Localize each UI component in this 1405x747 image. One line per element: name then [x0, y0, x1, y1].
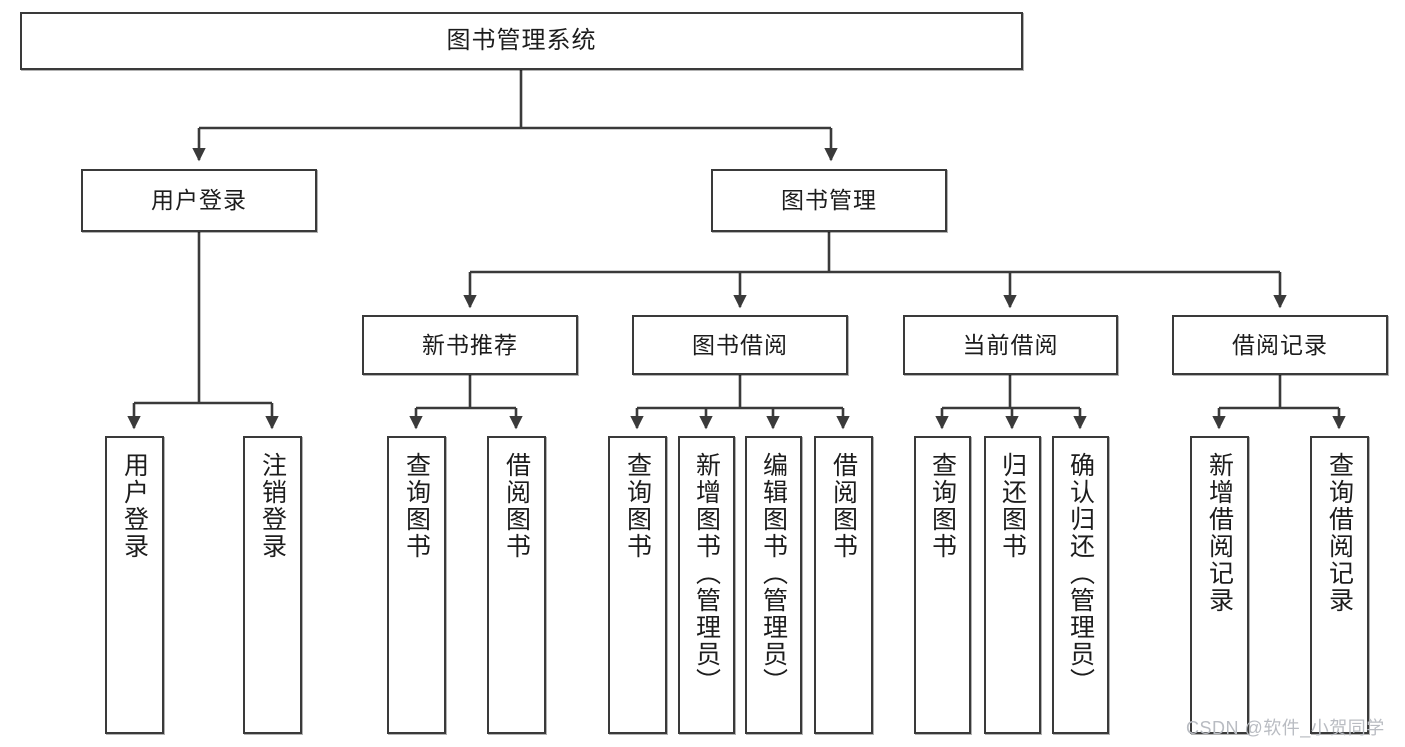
node-label: 借阅图书	[829, 452, 858, 560]
leaf-query-book-borrow[interactable]: 查询图书	[608, 436, 667, 734]
node-borrow-record[interactable]: 借阅记录	[1172, 315, 1388, 375]
leaf-edit-book-admin[interactable]: 编辑图书（管理员）	[745, 436, 802, 734]
node-label: 当前借阅	[962, 331, 1059, 358]
leaf-borrow-book-recommend[interactable]: 借阅图书	[487, 436, 546, 734]
node-current-borrow[interactable]: 当前借阅	[903, 315, 1118, 375]
node-user-login[interactable]: 用户登录	[81, 169, 317, 232]
leaf-user-login[interactable]: 用户登录	[105, 436, 164, 734]
leaf-return-book[interactable]: 归还图书	[984, 436, 1041, 734]
leaf-query-borrow-record[interactable]: 查询借阅记录	[1310, 436, 1369, 734]
leaf-confirm-return-admin[interactable]: 确认归还（管理员）	[1052, 436, 1109, 734]
leaf-query-book-current[interactable]: 查询图书	[914, 436, 971, 734]
node-label: 注销登录	[258, 452, 287, 560]
node-label: 查询图书	[402, 452, 431, 560]
node-label: 编辑图书（管理员）	[759, 452, 788, 695]
leaf-logout[interactable]: 注销登录	[243, 436, 302, 734]
leaf-borrow-book[interactable]: 借阅图书	[814, 436, 873, 734]
node-label: 新书推荐	[422, 331, 518, 358]
node-label: 借阅图书	[502, 452, 531, 560]
leaf-add-book-admin[interactable]: 新增图书（管理员）	[678, 436, 735, 734]
node-book-management[interactable]: 图书管理	[711, 169, 947, 232]
node-label: 用户登录	[120, 452, 149, 560]
node-label: 图书管理	[781, 187, 877, 214]
node-label: 确认归还（管理员）	[1066, 452, 1095, 695]
watermark: CSDN @软件_小贺同学	[1186, 718, 1385, 738]
node-new-book-recommend[interactable]: 新书推荐	[362, 315, 578, 375]
node-label: 图书管理系统	[446, 27, 597, 55]
leaf-add-borrow-record[interactable]: 新增借阅记录	[1190, 436, 1249, 734]
node-label: 归还图书	[998, 452, 1027, 560]
node-book-borrow[interactable]: 图书借阅	[632, 315, 848, 375]
node-label: 新增借阅记录	[1205, 452, 1234, 614]
node-label: 借阅记录	[1232, 331, 1328, 358]
node-label: 新增图书（管理员）	[692, 452, 721, 695]
node-label: 查询图书	[623, 452, 652, 560]
leaf-query-book-recommend[interactable]: 查询图书	[387, 436, 446, 734]
node-label: 查询借阅记录	[1325, 452, 1354, 614]
node-label: 用户登录	[151, 187, 247, 214]
node-label: 图书借阅	[692, 331, 788, 358]
node-root-system[interactable]: 图书管理系统	[20, 12, 1023, 70]
node-label: 查询图书	[928, 452, 957, 560]
